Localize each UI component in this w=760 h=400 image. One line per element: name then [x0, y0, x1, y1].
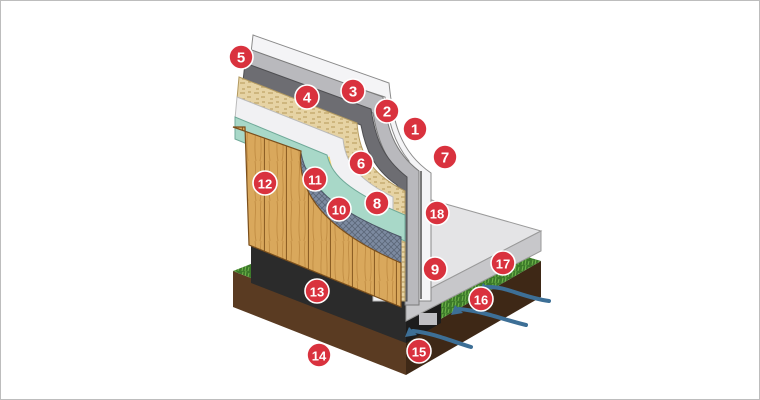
callout-badge-icon — [402, 116, 428, 142]
callout-number: 8 — [373, 196, 381, 213]
callout-15: 15 — [406, 338, 432, 364]
callout-9: 9 — [422, 256, 448, 282]
callout-number: 15 — [412, 345, 426, 360]
callout-badge-icon — [364, 190, 390, 216]
callout-badge-icon — [340, 78, 366, 104]
callout-number: 1 — [411, 122, 419, 139]
callout-badge-icon — [326, 196, 352, 222]
arrowhead-icon — [405, 327, 417, 337]
callout-13: 13 — [304, 278, 330, 304]
air-arrow-icon — [411, 329, 473, 349]
callout-2: 2 — [374, 98, 400, 124]
callout-badge-icon — [294, 84, 320, 110]
callout-8: 8 — [364, 190, 390, 216]
callout-number: 11 — [308, 173, 322, 188]
callout-number: 18 — [430, 207, 444, 222]
callout-number: 16 — [474, 293, 488, 308]
timber-siding — [232, 126, 402, 308]
callout-badge-icon — [348, 150, 374, 176]
callout-11: 11 — [302, 166, 328, 192]
callout-number: 4 — [303, 90, 312, 107]
callout-14: 14 — [306, 342, 332, 368]
callout-16: 16 — [468, 286, 494, 312]
callout-1: 1 — [402, 116, 428, 142]
callout-7: 7 — [432, 144, 458, 170]
air-flow-arrows — [411, 284, 551, 349]
callout-badge-icon — [228, 44, 254, 70]
callout-badge-icon — [422, 256, 448, 282]
callout-12: 12 — [252, 170, 278, 196]
callout-18: 18 — [424, 200, 450, 226]
callout-number: 13 — [310, 285, 324, 300]
callout-number: 17 — [496, 257, 510, 272]
callout-badge-icon — [406, 338, 432, 364]
callout-badge-icon — [306, 342, 332, 368]
arrowhead-icon — [451, 305, 463, 315]
callout-6: 6 — [348, 150, 374, 176]
callout-4: 4 — [294, 84, 320, 110]
callout-17: 17 — [490, 250, 516, 276]
callout-badge-icon — [490, 250, 516, 276]
callout-number: 9 — [431, 262, 439, 279]
air-arrow-icon — [485, 284, 551, 303]
callout-number: 12 — [258, 177, 272, 192]
callout-badge-icon — [304, 278, 330, 304]
callout-badge-icon — [424, 200, 450, 226]
callout-badge-icon — [302, 166, 328, 192]
callout-number: 10 — [332, 203, 346, 218]
air-arrow-icon — [457, 307, 528, 327]
callout-number: 14 — [312, 349, 327, 364]
callout-number: 7 — [441, 150, 449, 167]
callout-3: 3 — [340, 78, 366, 104]
callout-number: 3 — [349, 84, 357, 101]
callout-number: 6 — [357, 156, 365, 173]
callout-number: 2 — [383, 104, 391, 121]
callout-badge-icon — [468, 286, 494, 312]
callout-number: 5 — [237, 50, 245, 67]
callout-10: 10 — [326, 196, 352, 222]
callout-badge-icon — [374, 98, 400, 124]
callout-badge-icon — [432, 144, 458, 170]
callout-5: 5 — [228, 44, 254, 70]
callout-badge-icon — [252, 170, 278, 196]
